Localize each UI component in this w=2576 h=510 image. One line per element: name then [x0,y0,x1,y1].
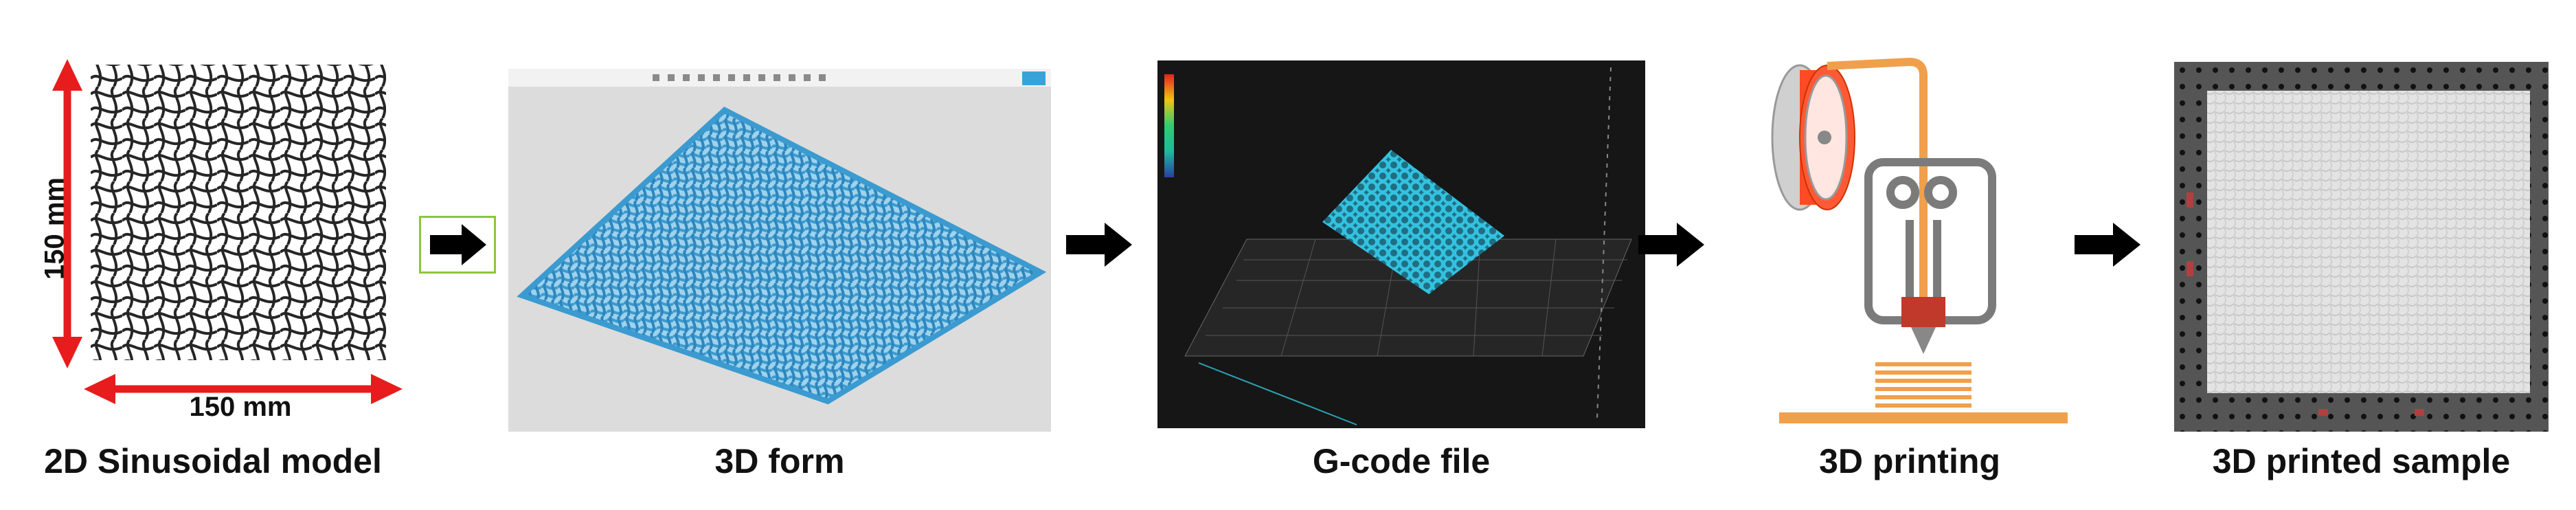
flow-arrow-2 [1066,223,1132,267]
width-dimension-arrow [84,374,403,404]
axis-x [1198,362,1357,425]
gcode-panel [1157,60,1645,428]
flow-arrow-3 [1638,223,1704,267]
nozzle-tip [1911,327,1936,354]
nozzle-heater [1901,297,1945,327]
stage-caption-sinusoidal: 2D Sinusoidal model [44,442,382,480]
stage-caption-3d-form: 3D form [714,442,845,480]
color-scale-bar [1164,74,1174,177]
toolbar-icons [653,74,826,81]
height-dimension-label: 150 mm [39,177,70,280]
printed-sample-photo [2174,62,2549,432]
3d-form-panel [508,69,1051,432]
stage-caption-gcode: G-code file [1312,442,1491,480]
3d-mesh-model [517,107,1047,405]
sinusoidal-model-panel [27,55,412,440]
axis-z [1596,67,1612,419]
filament-spool [1771,64,1855,211]
printed-sample [2207,91,2530,393]
stage-caption-sample: 3D printed sample [2212,442,2511,480]
gcode-toolpath [1322,150,1504,294]
3d-form-view [508,69,1051,405]
gcode-viewer [1164,67,1632,425]
extruder-head [1864,158,1996,324]
width-dimension-label: 150 mm [189,392,292,422]
filament-line [1827,57,1928,330]
flow-arrow-1 [430,224,486,265]
view-toggle-button [1022,71,1046,85]
stage-caption-printing: 3D printing [1819,442,2000,480]
build-plate [1779,412,2068,423]
highlight-box [419,216,496,274]
height-dimension-arrow [52,59,82,368]
printer-panel [1704,41,2116,440]
printed-layers [1875,362,1971,408]
printer-illustration [1771,57,2068,423]
printed-sample-panel [2174,62,2549,432]
sinusoidal-pattern [52,59,403,404]
flow-arrow-4 [2075,223,2140,267]
